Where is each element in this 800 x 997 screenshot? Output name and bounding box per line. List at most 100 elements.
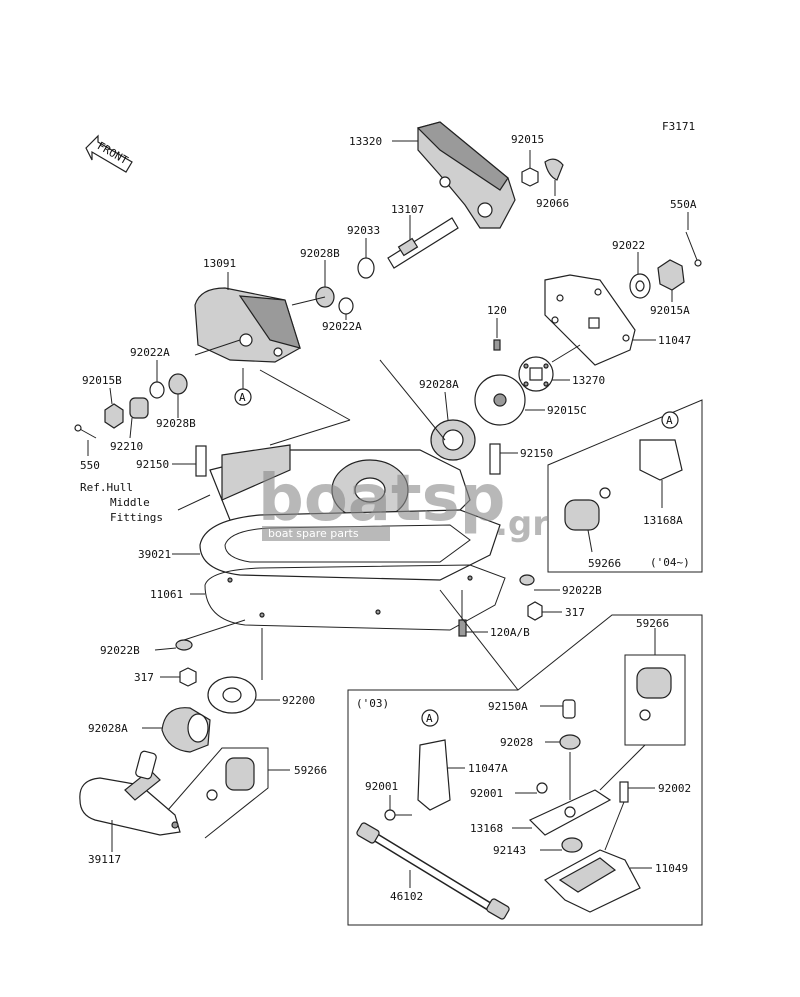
callout-a-04	[661, 411, 679, 429]
part-92028-03	[559, 734, 581, 750]
callout-a-03	[421, 709, 439, 727]
part-13320-handle	[416, 121, 516, 229]
part-92022b-left	[175, 639, 193, 651]
label-550a: 550A	[670, 198, 697, 211]
label-13270: 13270	[572, 374, 605, 387]
box-59266-lower-left	[167, 747, 269, 839]
label-13168a: 13168A	[643, 514, 683, 527]
ref-note-line3: Fittings	[110, 511, 163, 524]
label-92022a-left: 92022A	[130, 346, 170, 359]
label-120: 120	[487, 304, 507, 317]
part-92015b-nut	[104, 403, 124, 429]
part-92143	[561, 837, 583, 853]
label-92200: 92200	[282, 694, 315, 707]
part-11047a	[417, 739, 451, 811]
front-arrow-icon: FRONT	[85, 134, 133, 173]
part-13091-housing	[194, 287, 326, 363]
note-04: ('04~)	[650, 556, 690, 569]
label-59266-04: 59266	[588, 557, 621, 570]
label-11047: 11047	[658, 334, 691, 347]
ref-note-line2: Middle	[110, 496, 150, 509]
part-120-screw	[493, 339, 501, 351]
label-92022a-upper: 92022A	[322, 320, 362, 333]
watermark-suffix: .gr	[495, 504, 549, 544]
label-92150-left: 92150	[136, 458, 169, 471]
part-46102-cable	[356, 822, 510, 920]
part-92028b-left	[168, 373, 188, 395]
label-317-right: 317	[565, 606, 585, 619]
label-13320: 13320	[349, 135, 382, 148]
part-92150a	[562, 699, 576, 719]
label-92001-left: 92001	[365, 780, 398, 793]
label-11047a: 11047A	[468, 762, 508, 775]
label-92150a: 92150A	[488, 700, 528, 713]
part-92001-left	[384, 809, 396, 821]
label-11049: 11049	[655, 862, 688, 875]
label-92015c: 92015C	[547, 404, 587, 417]
label-92022: 92022	[612, 239, 645, 252]
part-92001-right	[536, 782, 548, 794]
label-92033: 92033	[347, 224, 380, 237]
label-92015a: 92015A	[650, 304, 690, 317]
label-317-left: 317	[134, 671, 154, 684]
label-13168: 13168	[470, 822, 503, 835]
part-59266-03	[636, 667, 672, 699]
callout-a-04-text: A	[666, 414, 673, 427]
part-92002	[619, 781, 629, 803]
part-92066	[544, 158, 564, 181]
label-120ab: 120A/B	[490, 626, 530, 639]
label-46102: 46102	[390, 890, 423, 903]
label-92015: 92015	[511, 133, 544, 146]
part-92150-right	[489, 443, 501, 475]
figure-id: F3171	[662, 120, 695, 133]
label-92028a-mid: 92028A	[419, 378, 459, 391]
part-317-right	[527, 601, 543, 621]
label-59266-lower-left: 59266	[294, 764, 327, 777]
label-92015b: 92015B	[82, 374, 122, 387]
label-550: 550	[80, 459, 100, 472]
watermark-logo: boatsp .gr boat spare parts	[258, 462, 549, 544]
part-59266-04	[564, 499, 600, 531]
label-92028-03: 92028	[500, 736, 533, 749]
label-39021: 39021	[138, 548, 171, 561]
note-03: ('03)	[356, 697, 389, 710]
label-59266-03: 59266	[636, 617, 669, 630]
label-92150-right: 92150	[520, 447, 553, 460]
label-92210: 92210	[110, 440, 143, 453]
part-92015-nut	[521, 167, 539, 187]
callout-a-03-text: A	[426, 712, 433, 725]
part-317-left	[179, 667, 197, 687]
part-92015a-nut	[657, 259, 685, 291]
part-92210-bushing	[129, 397, 149, 419]
label-92002: 92002	[658, 782, 691, 795]
watermark-sub: boat spare parts	[268, 527, 359, 540]
callout-a-upper-text: A	[239, 391, 246, 404]
label-92028b-upper: 92028B	[300, 247, 340, 260]
label-92028a-lower: 92028A	[88, 722, 128, 735]
label-92028b-left: 92028B	[156, 417, 196, 430]
part-92022b-right	[519, 574, 535, 586]
label-92066: 92066	[536, 197, 569, 210]
part-92022a-upper	[338, 297, 354, 315]
label-92022b-right: 92022B	[562, 584, 602, 597]
part-11061-gasket	[204, 564, 506, 631]
part-39117-lever	[79, 750, 181, 836]
part-13107-shaft	[387, 217, 459, 269]
part-92150-left	[195, 445, 207, 477]
part-92022a-left	[149, 381, 165, 399]
label-11061: 11061	[150, 588, 183, 601]
label-92143: 92143	[493, 844, 526, 857]
part-13168a	[639, 439, 683, 481]
label-92022b-left: 92022B	[100, 644, 140, 657]
watermark-main: boatsp	[258, 462, 505, 536]
part-59266-lower-left	[225, 757, 255, 791]
part-92033-clip	[357, 257, 375, 279]
part-550a-pin	[685, 231, 698, 261]
label-39117: 39117	[88, 853, 121, 866]
label-13107: 13107	[391, 203, 424, 216]
label-13091: 13091	[203, 257, 236, 270]
box-03	[347, 614, 703, 926]
ref-note-line1: Ref.Hull	[80, 481, 133, 494]
